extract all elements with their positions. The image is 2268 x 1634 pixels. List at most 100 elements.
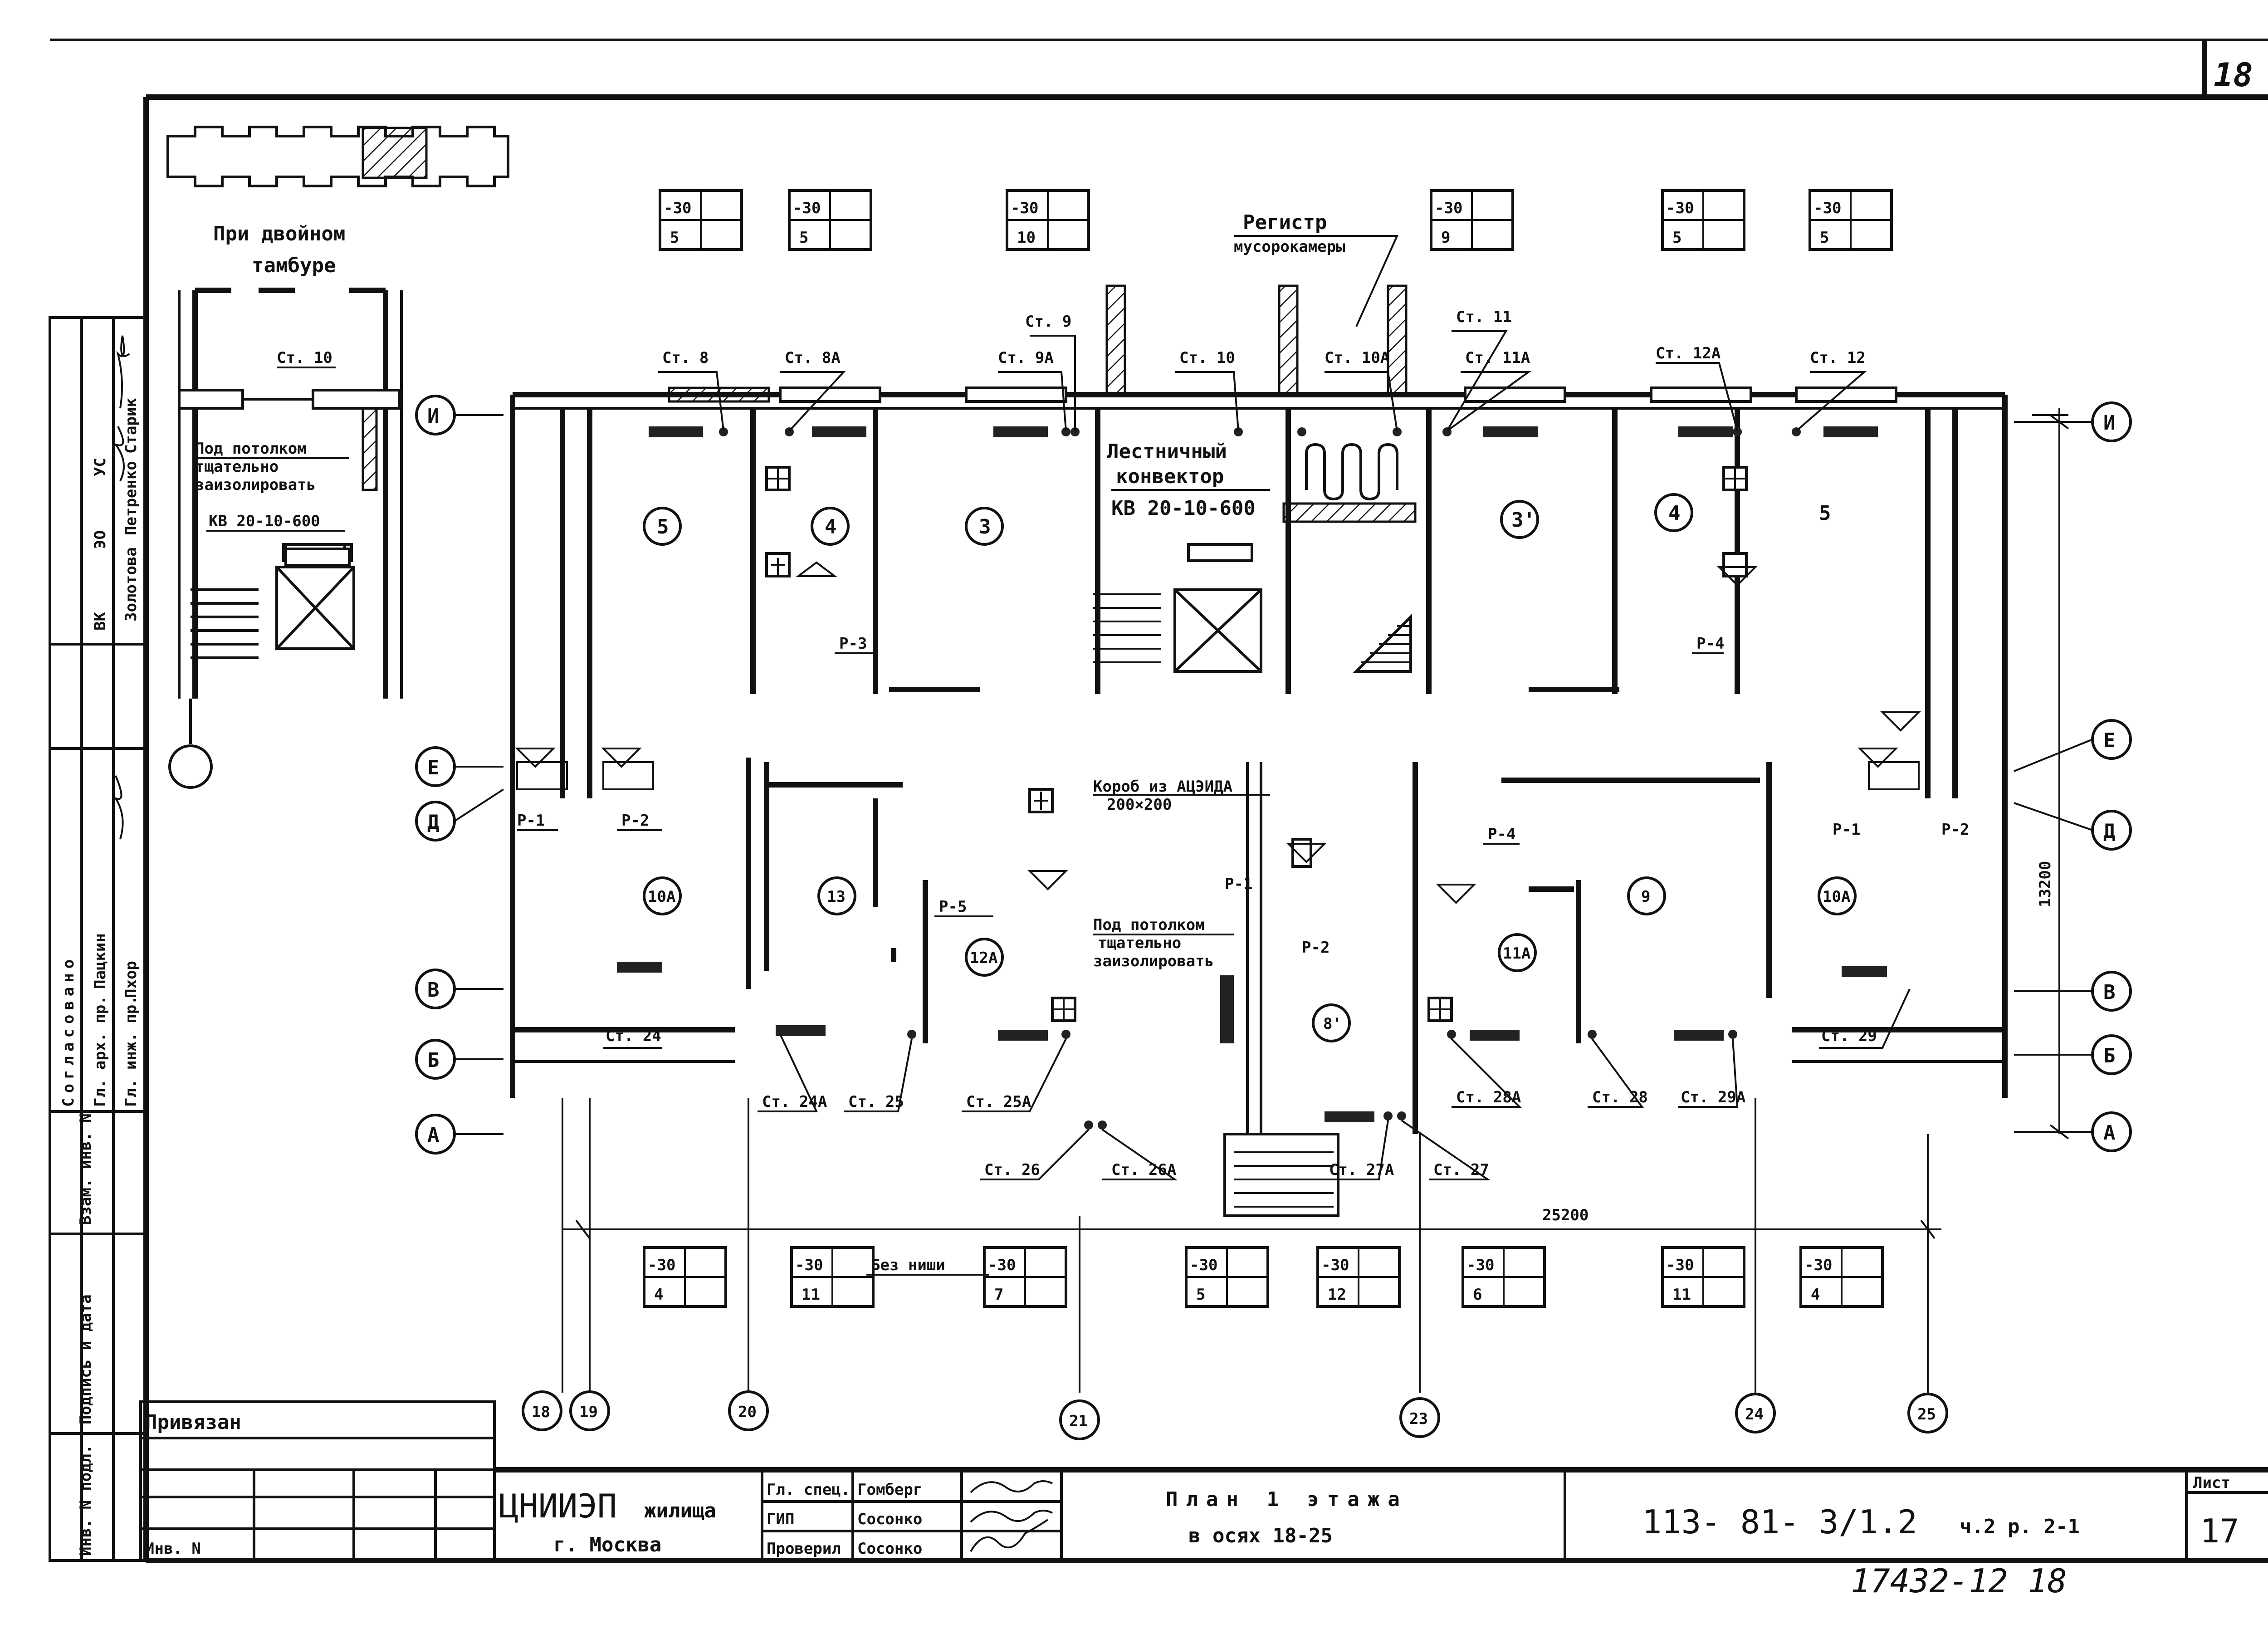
temp-box-top-temp-4: -30	[1666, 199, 1694, 217]
axis-right-i: И	[2103, 411, 2116, 435]
axis-left-v: В	[427, 978, 440, 1002]
side-row-us-dept: УС	[91, 458, 109, 476]
temp-box-top-1: -305	[788, 189, 872, 251]
temp-box-bottom-temp-1: -30	[795, 1256, 823, 1274]
temp-box-top-0: -305	[659, 189, 743, 251]
axis-left-d: Д	[427, 811, 440, 834]
temp-box-bottom-0: -30 4	[643, 1246, 727, 1308]
temp-box-top-4: -30 5	[1661, 189, 1745, 251]
axis-left-b: Б	[427, 1049, 440, 1072]
riser-st12a: Ст. 12А	[1656, 344, 1721, 362]
sheet-label: Лист	[2193, 1474, 2230, 1492]
temp-box-top-room-2: 10	[1017, 229, 1036, 247]
room-bubbles	[643, 493, 1857, 1042]
side-row-eo-dept: ЭО	[91, 530, 109, 549]
temp-box-top-room-1: 5	[799, 229, 808, 247]
axis-right-b: Б	[2103, 1044, 2116, 1067]
side-row-eng-name: Пхор	[122, 961, 140, 998]
temp-box-bottom-temp-5: -30	[1466, 1256, 1494, 1274]
side-row-arch-name: Пацкин	[91, 933, 109, 989]
temp-box-bottom-temp-6: -30	[1666, 1256, 1694, 1274]
axis-25: 25	[1917, 1405, 1936, 1424]
riser-st24a: Ст. 24А	[762, 1093, 827, 1111]
ceiling-note-1: Под потолком	[1093, 916, 1205, 934]
temp-box-bottom-temp-4: -30	[1321, 1256, 1349, 1274]
name-2: Сосонко	[857, 1510, 922, 1528]
room-4b: 4	[1668, 502, 1681, 525]
riser-st28: Ст. 28	[1592, 1088, 1648, 1106]
inv-no-label: Инв. N	[145, 1540, 201, 1558]
no-niche-note: Без ниши	[871, 1256, 945, 1274]
temp-box-bottom-room-0: 4	[654, 1286, 663, 1304]
temp-box-top-temp-5: -30	[1813, 199, 1841, 217]
riser-leaders-top	[658, 330, 1867, 432]
inset-convector-model: КВ 20-10-600	[209, 512, 320, 530]
riser-st25a: Ст. 25А	[966, 1093, 1031, 1111]
room-11a: 11А	[1503, 944, 1530, 963]
axis-left-i: И	[427, 405, 440, 428]
riser-st25: Ст. 25	[848, 1093, 904, 1111]
pipe-r1-center: Р-1	[1225, 875, 1252, 893]
doc-code: 113- 81- 3/1.2	[1642, 1503, 1917, 1541]
side-field-replace: Взам. инв. N	[77, 1113, 95, 1225]
stamp-signatures	[970, 1480, 1053, 1552]
dimension-height: 13200	[2036, 861, 2054, 907]
riser-st9a: Ст. 9А	[998, 349, 1054, 367]
riser-st29a: Ст. 29А	[1681, 1088, 1745, 1106]
riser-st11a: Ст. 11А	[1465, 349, 1530, 367]
axis-left-a: А	[427, 1124, 440, 1147]
inset-riser-label: Ст. 10	[277, 349, 332, 367]
temp-box-bottom-temp-0: -30	[648, 1256, 675, 1274]
org-main: ЦНИИЭП	[499, 1487, 617, 1525]
radiators-top	[617, 386, 1897, 1122]
register-label: Регистр	[1243, 211, 1327, 234]
side-row-eng-dept: Гл. инж. пр.	[122, 995, 140, 1107]
pipe-r5: Р-5	[939, 898, 967, 916]
pipe-r4-center: Р-4	[1488, 825, 1515, 843]
side-field-inv: Инв. N подл.	[77, 1444, 95, 1556]
riser-dots	[719, 427, 1801, 1130]
pipe-r3: Р-3	[839, 635, 867, 653]
temp-box-bottom-room-5: 6	[1473, 1286, 1482, 1304]
stair-convector-2: конвектор	[1116, 465, 1224, 488]
room-5: 5	[657, 515, 669, 538]
plan-walls	[510, 284, 2008, 1217]
sheet-title-1: План 1 этажа	[1166, 1488, 1408, 1511]
ceiling-note-2: тщательно	[1098, 934, 1181, 952]
org-suffix: жилища	[644, 1499, 716, 1522]
sheet-title-2: в осях 18-25	[1188, 1524, 1333, 1547]
pipe-r4-right: Р-4	[1696, 635, 1724, 653]
temp-box-top-temp-2: -30	[1011, 199, 1038, 217]
riser-st10: Ст. 10	[1179, 349, 1235, 367]
temp-box-bottom-room-2: 7	[994, 1286, 1003, 1304]
axis-23: 23	[1409, 1410, 1428, 1428]
temp-box-top-room-4: 5	[1672, 229, 1681, 247]
side-table	[49, 316, 147, 1562]
side-row-vk-dept: ВК	[91, 612, 109, 631]
riser-st9: Ст. 9	[1025, 313, 1071, 331]
temp-box-bottom-4: -30 12	[1316, 1246, 1401, 1308]
doc-part: ч.2 р. 2-1	[1960, 1515, 2080, 1538]
axes-bottom	[522, 1098, 1948, 1440]
room-8-prime: 8'	[1323, 1015, 1342, 1033]
side-row-eo-name: Петренко	[122, 461, 140, 535]
temp-box-bottom-room-4: 12	[1328, 1286, 1346, 1304]
riser-st29: Ст. 29	[1821, 1027, 1877, 1045]
key-plan	[166, 126, 509, 187]
org-city: г. Москва	[553, 1533, 661, 1556]
temp-box-top-5: -305	[1809, 189, 1893, 251]
temp-box-bottom-3: -305	[1185, 1246, 1269, 1308]
register-sublabel: мусорокамеры	[1234, 238, 1345, 256]
temp-box-top-room-0: 5	[670, 229, 679, 247]
duct-label-1: Короб из АЦЭИДА	[1093, 778, 1232, 796]
corner-number: 18	[2214, 56, 2253, 94]
room-3-prime: 3'	[1511, 509, 1535, 532]
axis-18: 18	[532, 1403, 550, 1421]
riser-st27: Ст. 27	[1433, 1161, 1489, 1179]
axis-left-e: Е	[427, 756, 440, 779]
pipe-r2-center: Р-2	[1302, 939, 1330, 957]
bottom-number: 17432-12 18	[1851, 1562, 2067, 1600]
axis-right-e: Е	[2103, 729, 2116, 752]
